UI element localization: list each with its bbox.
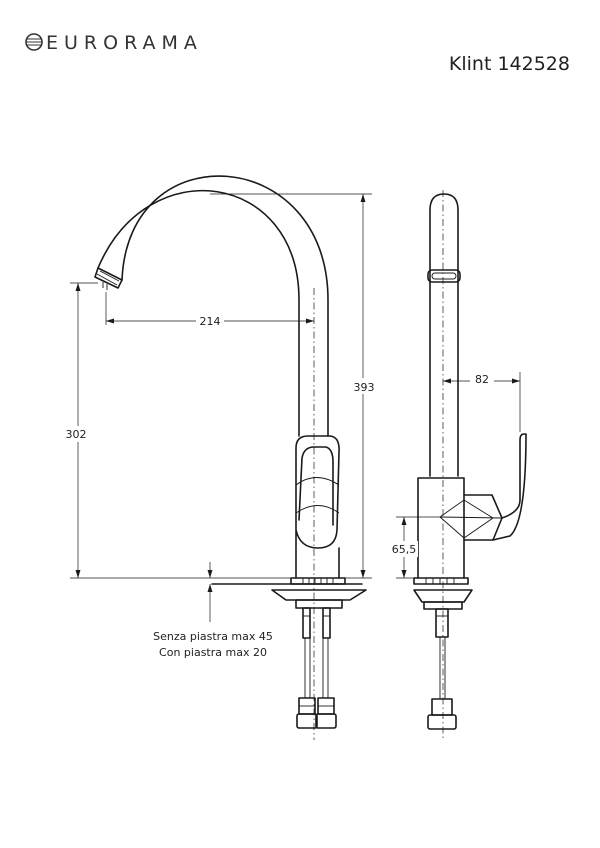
dim-total-height: 393	[210, 193, 376, 579]
side-fitting	[431, 698, 453, 716]
note-with-plate: Con piastra max 20	[159, 646, 267, 659]
side-hose	[439, 636, 446, 700]
side-body	[417, 477, 465, 579]
front-stud-left	[302, 607, 311, 639]
front-view	[94, 175, 367, 740]
brand-name: EURORAMA	[46, 32, 203, 54]
side-aerator	[427, 269, 461, 283]
front-body	[295, 435, 340, 579]
dim-thickness	[207, 562, 213, 622]
brand-logo-icon	[25, 33, 43, 51]
dim-reach: 214	[105, 292, 314, 328]
front-hose-left	[304, 637, 311, 699]
dim-body-height-value: 65,5	[392, 543, 417, 556]
dim-spout-height: 302	[62, 282, 296, 579]
dim-total-height-value: 393	[354, 381, 375, 394]
front-handle	[298, 446, 334, 526]
note-without-plate: Senza piastra max 45	[153, 630, 273, 643]
front-stud-right	[322, 607, 331, 639]
front-spout-outer	[97, 189, 300, 437]
dim-handle-offset-value: 82	[475, 373, 489, 386]
front-base-ring	[290, 577, 346, 585]
side-base-threads	[425, 578, 455, 584]
dim-reach-value: 214	[200, 315, 221, 328]
side-spout	[429, 193, 459, 477]
model-title: Klint 142528	[449, 53, 570, 75]
front-fittings	[296, 697, 337, 729]
side-mounting-plate	[413, 589, 473, 603]
front-spout-inner	[121, 175, 329, 437]
side-base-ring	[413, 577, 469, 585]
brand-logo: EURORAMA	[25, 32, 203, 54]
dim-body-height: 65,5	[390, 516, 440, 579]
front-hose-right	[322, 637, 329, 699]
front-aerator	[94, 267, 123, 289]
dim-handle-offset: 82	[443, 372, 521, 432]
side-stud	[435, 608, 449, 638]
installation-notes: Senza piastra max 45 Con piastra max 20	[153, 630, 273, 659]
front-mounting-plate	[271, 589, 367, 601]
dim-spout-height-value: 302	[66, 428, 87, 441]
front-base-threads	[302, 578, 334, 584]
side-view	[413, 190, 527, 740]
side-handle	[492, 433, 527, 541]
